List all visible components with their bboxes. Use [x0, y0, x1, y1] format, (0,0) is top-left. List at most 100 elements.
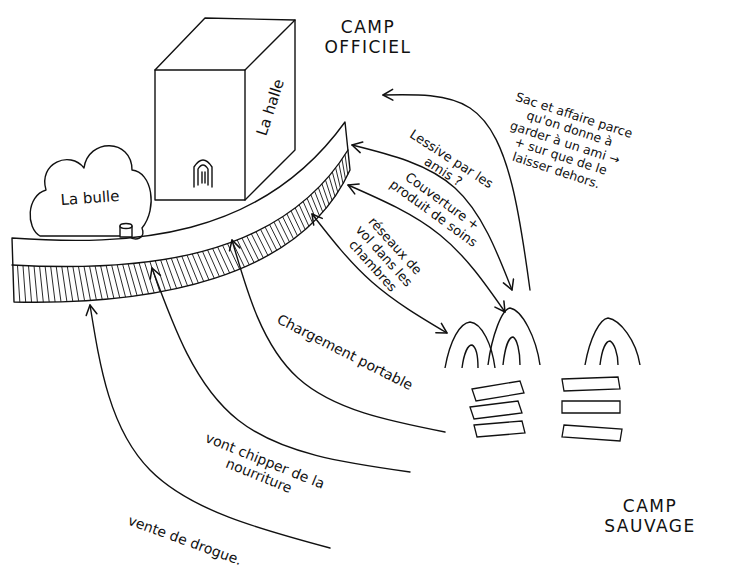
hatch-line — [161, 260, 171, 290]
arrow-connector — [348, 185, 505, 312]
hatch-line — [95, 266, 102, 299]
hatch-line — [307, 198, 316, 219]
tent-outline — [600, 341, 618, 365]
hatch-line — [299, 205, 309, 226]
hatch-line — [139, 263, 148, 294]
hatch-line — [23, 266, 26, 303]
cube-side — [245, 20, 295, 200]
hatch-line — [145, 262, 155, 293]
hatch-line — [128, 264, 137, 296]
arrow-connector — [152, 268, 410, 472]
hatch-line — [256, 232, 268, 256]
hatch-line — [177, 257, 188, 286]
node-label: CAMP OFFICIEL — [318, 18, 418, 57]
hatch-line — [265, 227, 277, 250]
node-label: La halle — [252, 71, 291, 145]
hatch-line — [45, 266, 49, 302]
hatch-line — [342, 159, 345, 179]
hatch-line — [291, 211, 301, 233]
hatch-line — [287, 214, 298, 236]
hatch-line — [228, 244, 240, 269]
hatch-line — [251, 234, 263, 258]
band-edge — [12, 150, 348, 267]
hatch-line — [155, 261, 165, 291]
edge-label: vente de drogue. — [102, 503, 267, 567]
hatch-line — [311, 195, 320, 216]
tent-outline — [503, 337, 520, 365]
hatch-line — [134, 264, 143, 295]
arrow-connector — [352, 145, 512, 290]
hatch-line — [182, 256, 193, 284]
band-outline — [12, 122, 350, 302]
hatch-line — [345, 155, 348, 175]
hatch-line — [208, 250, 220, 277]
hatch-line — [17, 265, 19, 302]
arrow-connector — [90, 305, 330, 548]
hatch-line — [295, 208, 305, 230]
hatch-line — [315, 191, 323, 212]
hatch-line — [192, 254, 204, 282]
hatch-line — [232, 242, 244, 267]
hatch-line — [84, 266, 90, 300]
tent-outline — [445, 322, 495, 368]
edge-label: Chargement portable — [261, 304, 429, 400]
platform-band: CAMP OFFICIELLa bulleLa halle — [10, 10, 410, 305]
node-label: CAMP SAUVAGE — [600, 497, 700, 536]
hatch-line — [318, 188, 326, 209]
hatch-line — [34, 266, 37, 302]
cylinder-top — [120, 224, 132, 229]
edge-label: vont chipper de la nourriture — [177, 421, 347, 515]
hatch-line — [274, 222, 285, 245]
hatch-line — [67, 267, 72, 302]
tent-outline — [488, 308, 540, 365]
hatch-line — [150, 262, 160, 292]
tent-group: CAMP SAUVAGE — [300, 285, 720, 560]
hatch-line — [223, 245, 235, 271]
tent-outline — [462, 345, 478, 368]
edge-label: réseaux de vol dans les chambres — [335, 206, 432, 307]
hatch-line — [197, 253, 209, 280]
edge-label: Sac et affaire parce qu'on donne à garde… — [493, 89, 637, 197]
cube-front — [155, 70, 245, 200]
hatch-line — [73, 267, 79, 302]
hatch-line — [336, 168, 341, 188]
mat-outline — [474, 421, 525, 437]
hatch-line — [278, 219, 289, 241]
hatch-line — [270, 225, 281, 248]
mat-outline — [562, 401, 620, 413]
arrow-connector — [383, 95, 530, 290]
hatch-line — [218, 247, 230, 273]
door-symbol — [194, 160, 212, 187]
mat-outline — [470, 401, 522, 419]
hatch-line — [213, 249, 225, 275]
mat-outline — [472, 381, 524, 401]
hatch-line — [40, 266, 44, 302]
hatch-line — [90, 266, 97, 300]
hatch-line — [166, 259, 177, 288]
arrow-connector — [312, 214, 447, 333]
hatch-line — [78, 267, 84, 301]
sleeping-mats — [470, 377, 622, 441]
mat-outline — [562, 377, 620, 391]
tent-outline — [585, 318, 640, 365]
hatch-line — [339, 164, 343, 184]
mat-outline — [562, 425, 622, 441]
hatch-line — [303, 202, 312, 223]
hatch-line — [283, 217, 294, 239]
hatch-line — [242, 238, 254, 263]
hall-cube: La halle — [150, 15, 300, 205]
cube-top — [155, 18, 295, 70]
hatch-line — [62, 267, 67, 302]
node-label: La bulle — [49, 187, 130, 210]
hatch-line — [171, 258, 182, 287]
bubble-cloud-shape — [28, 128, 153, 243]
hatch-line — [29, 266, 32, 302]
band-hatching — [17, 155, 347, 303]
hatch-line — [247, 236, 259, 260]
hatch-line — [237, 240, 249, 265]
arrow-connector — [232, 240, 445, 432]
hatch-line — [203, 251, 215, 278]
hatch-line — [187, 255, 198, 283]
